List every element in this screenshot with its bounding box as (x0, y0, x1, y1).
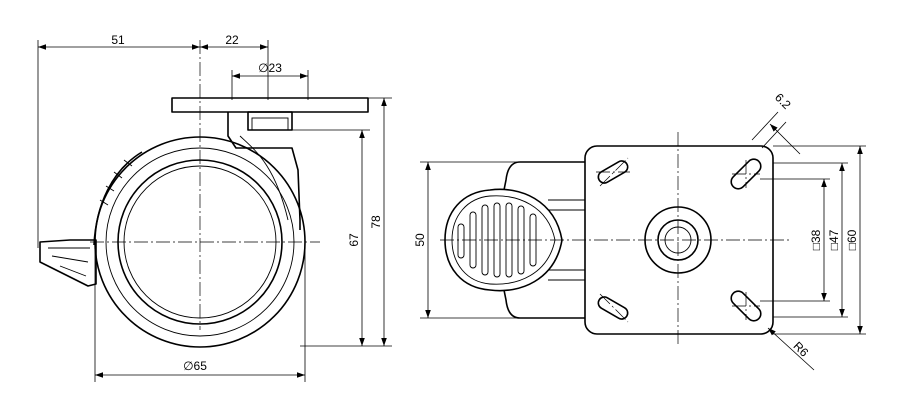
fork-edge (239, 135, 289, 221)
dim-label-50: 50 (413, 233, 427, 247)
wheel-tyre-inner (105, 147, 295, 337)
wheel-outer-tyre (94, 136, 306, 348)
side-dimensions: 51 22 ∅23 78 67 ∅65 (37, 33, 392, 382)
top-mounting-plate (171, 97, 369, 113)
slot-hole-bottom-right (730, 290, 762, 322)
top-view (440, 132, 790, 345)
slot-hole-top-left (597, 160, 629, 184)
swivel-center-bore (664, 226, 692, 254)
dim-label-67: 67 (347, 233, 361, 247)
dim-label-dia-65: ∅65 (183, 359, 207, 373)
dim-line-6-2 (769, 123, 801, 155)
dim-label-sq-47: □47 (827, 229, 841, 250)
dim-label-sq-38: □38 (809, 229, 823, 250)
pedal-rib-7 (529, 213, 537, 267)
pedal-rib-3 (481, 204, 489, 276)
dim-label-78: 78 (369, 215, 383, 229)
brake-cover-arc (93, 151, 143, 246)
dim-label-dia-23: ∅23 (258, 61, 282, 75)
wheel-hub (117, 159, 283, 325)
side-view (39, 40, 369, 348)
pedal-rib-5 (505, 202, 513, 278)
mounting-plate-top (584, 145, 774, 335)
hole-centerlines (596, 157, 760, 323)
slot-hole-bottom-left (597, 296, 629, 320)
slot-hole-top-right (730, 158, 762, 190)
pedal-rib-1 (457, 223, 465, 259)
dim-label-sq-60: □60 (845, 229, 859, 250)
dim-label-r6: R6 (790, 339, 811, 360)
pedal-rib-4 (493, 202, 501, 278)
fork-housing (227, 112, 301, 230)
swivel-inner-ring (657, 219, 699, 261)
brake-pedal-detail (48, 247, 90, 277)
brake-pedal-top-inner (451, 195, 556, 285)
wheel-hub-inner (123, 165, 277, 319)
swivel-outer-ring (644, 206, 712, 274)
dim-label-6-2: 6.2 (772, 90, 794, 112)
brake-cover-ribs (99, 159, 133, 206)
brake-pedal (39, 239, 97, 287)
pedal-rib-6 (517, 205, 525, 275)
top-dimensions: 50 6.2 □38 □47 □60 R6 (413, 90, 866, 371)
pedal-rib-2 (469, 211, 477, 269)
brake-pedal-top (444, 188, 563, 292)
swivel-stem (247, 111, 293, 131)
dim-label-51: 51 (111, 33, 125, 47)
stem-collar (251, 117, 289, 131)
dim-label-22: 22 (225, 33, 239, 47)
dim-leader-r6 (767, 327, 815, 371)
